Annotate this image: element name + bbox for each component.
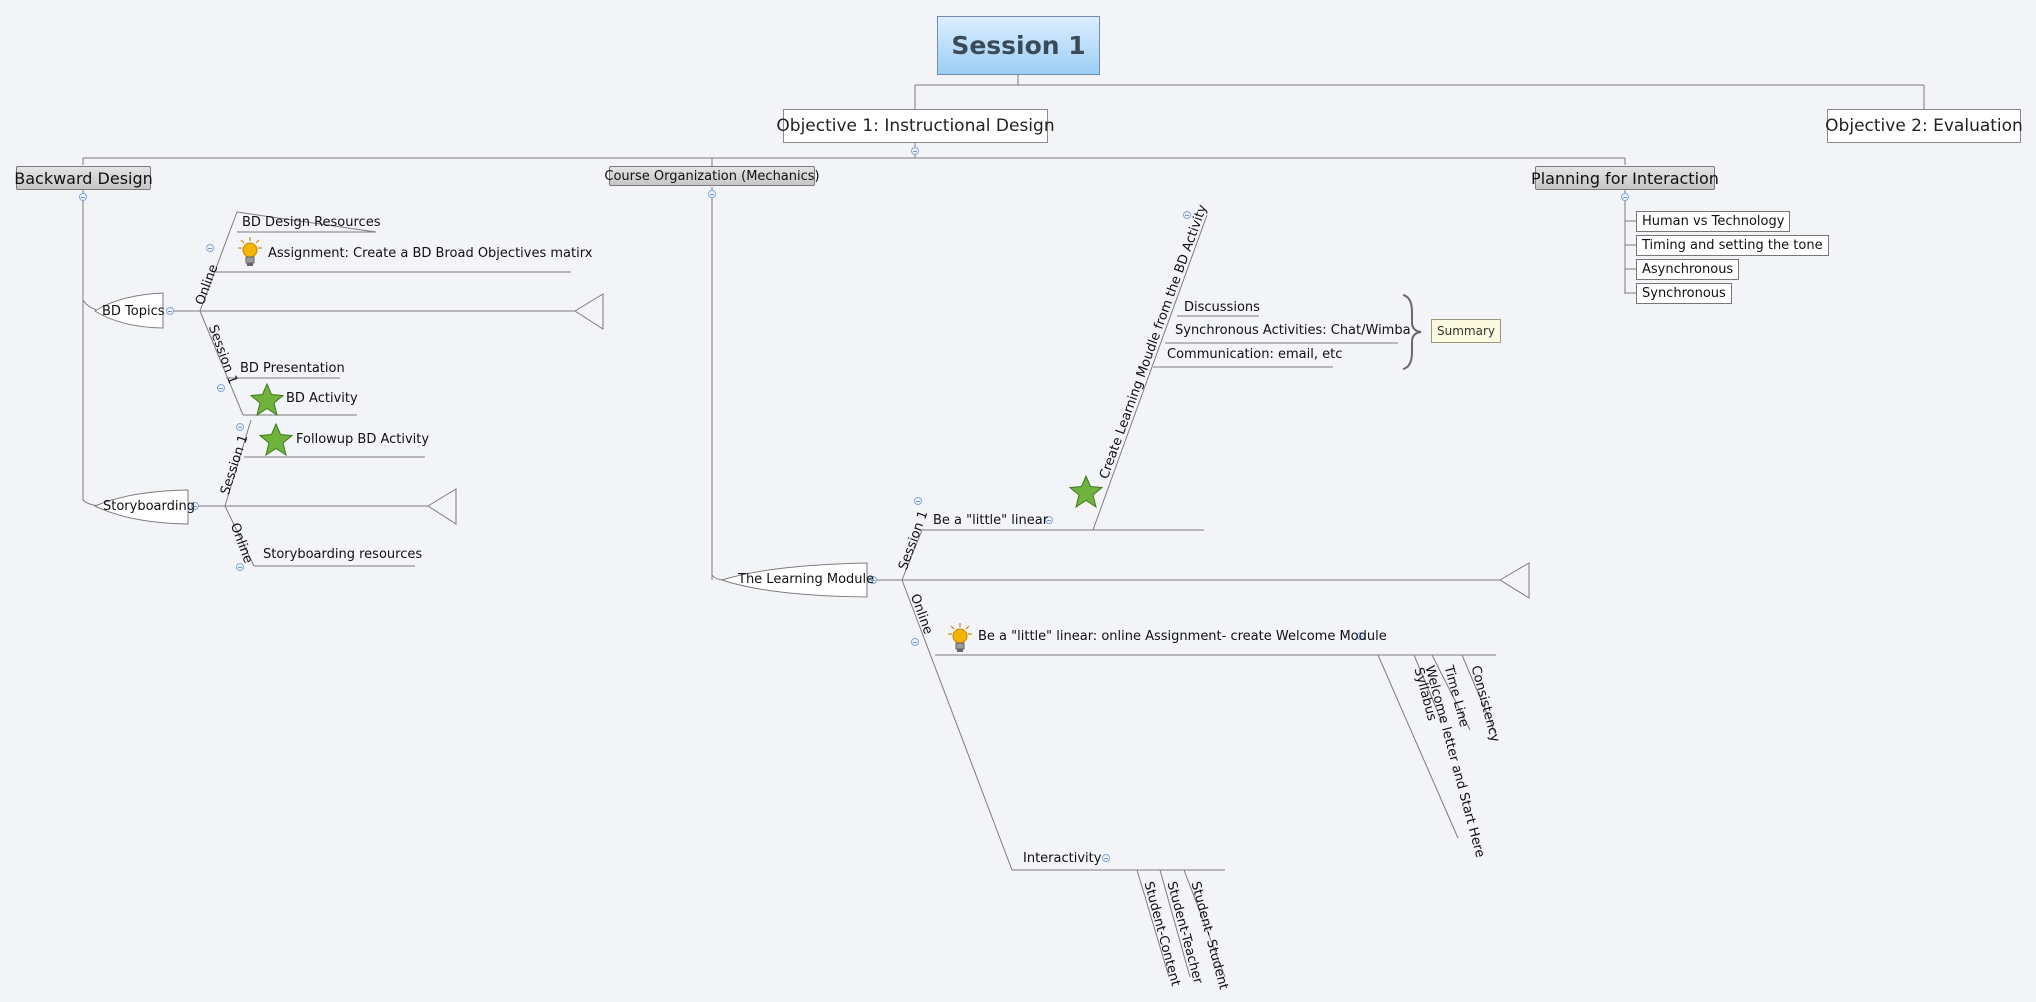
collapse-icon[interactable] <box>166 307 174 315</box>
followup-bd-activity-label[interactable]: Followup BD Activity <box>296 432 430 447</box>
interactivity-label[interactable]: Interactivity <box>1023 851 1102 866</box>
planning-item[interactable]: Human vs Technology <box>1636 211 1791 232</box>
bd-activity-label[interactable]: BD Activity <box>286 391 358 406</box>
storyboarding-label[interactable]: Storyboarding <box>103 499 195 514</box>
collapse-icon[interactable] <box>914 497 922 505</box>
star-icon <box>259 423 293 456</box>
collapse-icon[interactable] <box>911 147 919 155</box>
assignment-label[interactable]: Assignment: Create a BD Broad Objectives… <box>268 246 593 261</box>
discussions-label[interactable]: Discussions <box>1184 300 1260 315</box>
collapse-icon[interactable] <box>206 244 214 252</box>
synchronous-activities-label[interactable]: Synchronous Activities: Chat/Wimba <box>1175 323 1411 338</box>
welcome-module-assignment-label[interactable]: Be a "little" linear: online Assignment-… <box>978 629 1387 644</box>
collapse-icon[interactable] <box>708 190 716 198</box>
summary-topic[interactable]: Summary <box>1431 319 1501 343</box>
collapse-icon[interactable] <box>191 502 199 510</box>
objective-2-topic[interactable]: Objective 2: Evaluation <box>1825 109 2023 143</box>
planning-item[interactable]: Synchronous <box>1636 283 1732 304</box>
bd-design-resources-label[interactable]: BD Design Resources <box>242 215 381 230</box>
collapse-icon[interactable] <box>1183 211 1191 219</box>
lightbulb-icon <box>948 623 972 652</box>
collapse-icon[interactable] <box>1045 516 1053 524</box>
collapse-icon[interactable] <box>911 638 919 646</box>
learning-module-label[interactable]: The Learning Module <box>738 572 875 587</box>
bd-presentation-label[interactable]: BD Presentation <box>240 361 345 376</box>
collapse-icon[interactable] <box>1357 632 1365 640</box>
objective-1-topic[interactable]: Objective 1: Instructional Design <box>776 109 1055 143</box>
lightbulb-icon <box>238 237 262 266</box>
planning-for-interaction-topic[interactable]: Planning for Interaction <box>1531 166 1719 190</box>
collapse-icon[interactable] <box>869 576 877 584</box>
storyboarding-resources-label[interactable]: Storyboarding resources <box>263 547 423 562</box>
collapse-icon[interactable] <box>236 563 244 571</box>
collapse-icon[interactable] <box>1102 854 1110 862</box>
course-organization-topic[interactable]: Course Organization (Mechanics) <box>604 166 820 186</box>
collapse-icon[interactable] <box>217 384 225 392</box>
collapse-icon[interactable] <box>236 423 244 431</box>
bd-topics-label[interactable]: BD Topics <box>102 304 165 319</box>
communication-label[interactable]: Communication: email, etc <box>1167 347 1343 362</box>
be-a-little-linear-label[interactable]: Be a "little" linear <box>933 513 1049 528</box>
collapse-icon[interactable] <box>1621 193 1629 201</box>
central-topic[interactable]: Session 1 <box>937 16 1100 75</box>
collapse-icon[interactable] <box>79 193 87 201</box>
backward-design-topic[interactable]: Backward Design <box>14 166 153 190</box>
star-icon <box>250 383 284 416</box>
planning-item[interactable]: Timing and setting the tone <box>1636 235 1829 256</box>
planning-item[interactable]: Asynchronous <box>1636 259 1740 280</box>
star-icon <box>1069 475 1103 508</box>
